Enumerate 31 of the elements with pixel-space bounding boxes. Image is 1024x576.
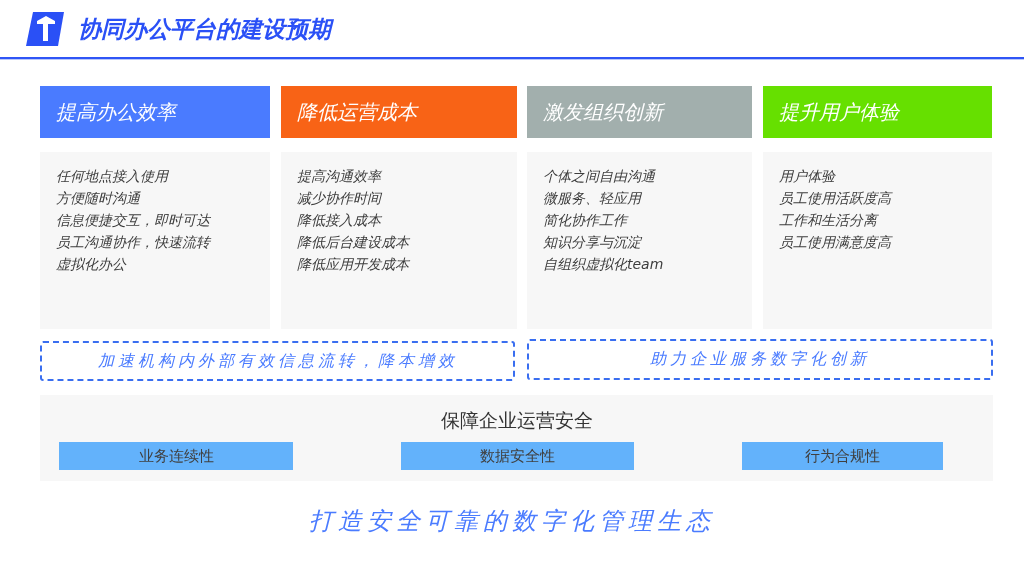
list-item: 自组织虚拟化team [543,255,664,274]
label-bar: 业务连续性 [59,442,293,470]
list-item: 虚拟化办公 [56,255,126,274]
list-item: 提高沟通效率 [297,167,381,186]
list-item: 降低应用开发成本 [297,255,409,274]
list-item: 简化协作工作 [543,211,627,230]
list-item: 用户体验 [779,167,835,186]
list-item: 降低接入成本 [297,211,381,230]
list-item: 信息便捷交互，即时可达 [56,211,210,230]
heading-bar: 提高办公效率 [40,86,270,138]
list-item: 降低后台建设成本 [297,233,409,252]
list-item: 员工使用活跃度高 [779,189,891,208]
heading-bar: 激发组织创新 [527,86,752,138]
label-bar: 行为合规性 [742,442,943,470]
list-item: 任何地点接入使用 [56,167,168,186]
label-bar: 数据安全性 [401,442,634,470]
heading-bar: 降低运营成本 [281,86,517,138]
list-item: 员工使用满意度高 [779,233,891,252]
list-item: 方便随时沟通 [56,189,140,208]
list-item: 微服务、轻应用 [543,189,641,208]
list-item: 知识分享与沉淀 [543,233,641,252]
list-item: 减少协作时间 [297,189,381,208]
list-item: 员工沟通协作，快速流转 [56,233,210,252]
list-item: 工作和生活分离 [779,211,877,230]
section-panel [40,395,993,481]
list-item: 个体之间自由沟通 [543,167,655,186]
summary-banner: 助力企业服务数字化创新 [527,339,993,380]
slogan-text: 打造安全可靠的数字化管理生态 [309,507,715,535]
heading-bar: 提升用户体验 [763,86,992,138]
panel-heading: 保障企业运营安全 [440,409,593,431]
summary-banner: 加速机构内外部有效信息流转，降本增效 [40,341,515,381]
